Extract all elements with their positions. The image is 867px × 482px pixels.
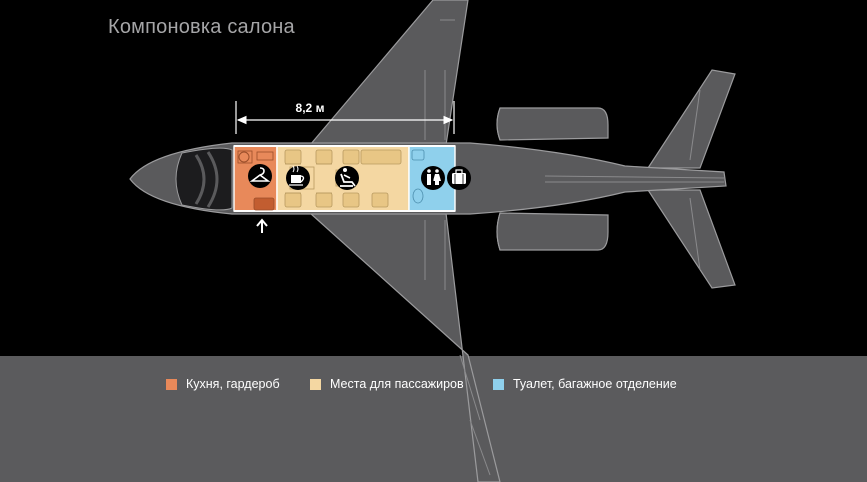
entry-arrow-icon (256, 218, 268, 233)
seat (342, 149, 360, 165)
legend-item-lavatory: Туалет, багажное отделение (493, 377, 677, 391)
lower-engine (496, 212, 609, 251)
seat (315, 192, 333, 208)
seat (342, 192, 360, 208)
lower-tail (646, 189, 736, 289)
restroom-icon (421, 166, 445, 190)
legend-item-passengers: Места для пассажиров (310, 377, 464, 391)
legend-swatch-galley (166, 378, 177, 390)
dimension-label: 8,2 м (295, 101, 325, 115)
legend-label-galley: Кухня, гардероб (186, 377, 280, 391)
seat (284, 149, 302, 165)
page-title: Компоновка салона (108, 16, 295, 38)
lower-wing (308, 212, 501, 482)
seat (315, 149, 333, 165)
dimension-line (235, 101, 455, 134)
legend-band (0, 356, 867, 482)
seat (284, 192, 302, 208)
legend-item-galley: Кухня, гардероб (166, 377, 280, 391)
wardrobe-cabinet (253, 197, 275, 211)
seat (371, 192, 389, 208)
hanger-icon (248, 164, 272, 188)
legend-label-passengers: Места для пассажиров (330, 377, 464, 391)
legend-label-lavatory: Туалет, багажное отделение (513, 377, 677, 391)
upper-tail (646, 69, 736, 169)
legend: Кухня, гардероб Места для пассажиров Туа… (0, 377, 867, 397)
legend-swatch-passengers (310, 378, 321, 390)
seat-icon (335, 166, 359, 190)
legend-swatch-lavatory (493, 378, 504, 390)
upper-engine (496, 107, 609, 141)
luggage-icon (447, 166, 471, 190)
sofa (360, 149, 402, 165)
coffee-cup-icon (286, 165, 310, 190)
